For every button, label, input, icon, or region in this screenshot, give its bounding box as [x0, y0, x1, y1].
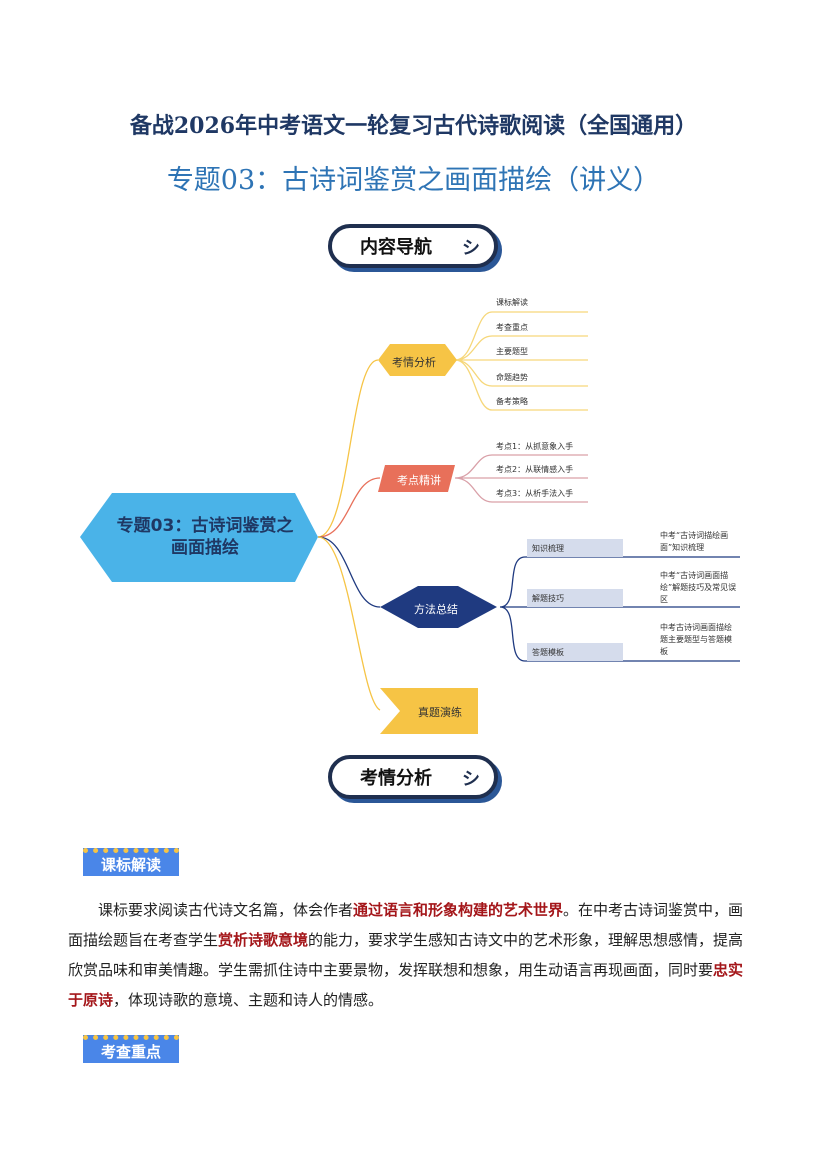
leaf-item: 解题技巧: [532, 594, 564, 603]
leaf-item: 考点1：从抓意象入手: [496, 442, 574, 451]
analysis-bubble: 考情分析 シ: [328, 755, 498, 799]
mindmap-root: 专题03：古诗词鉴赏之画面描绘: [116, 516, 294, 558]
branch-label: 考情分析: [392, 356, 436, 369]
paragraph: 课标要求阅读古代诗文名篇，体会作者通过语言和形象构建的艺术世界。在中考古诗词鉴赏…: [68, 901, 744, 1009]
nav-bubble: 内容导航 シ: [328, 224, 498, 268]
sparkle-icon: シ: [462, 769, 480, 790]
leaf-desc: 中考古诗词画面描绘题主要题型与答题模板: [660, 623, 732, 656]
leaf-item: 考点2：从联情感入手: [496, 465, 574, 474]
document-subtitle: 专题03：古诗词鉴赏之画面描绘（讲义）: [166, 165, 661, 196]
leaf-item: 考点3：从析手法入手: [496, 489, 574, 498]
leaf-desc: 中考“古诗词描绘画面”知识梳理: [660, 531, 729, 552]
leaf-item: 命题趋势: [496, 373, 528, 382]
root-node-shape: [80, 493, 318, 582]
leaf-item: 主要题型: [496, 347, 528, 356]
leaf-desc: 中考“古诗词画面描绘”解题技巧及常见误区: [660, 571, 737, 604]
section-heading: 课标解读: [83, 848, 179, 876]
section-heading: 考查重点: [83, 1035, 179, 1063]
branch-label: 方法总结: [414, 603, 458, 616]
mindmap-lines: [80, 311, 740, 734]
leaf-item: 备考策略: [496, 397, 528, 406]
branch-label: 真题演练: [418, 706, 462, 719]
leaf-item: 课标解读: [496, 298, 528, 307]
branch-label: 考点精讲: [397, 474, 441, 487]
leaf-item: 答题模板: [532, 648, 564, 657]
analysis-bubble-label: 考情分析: [360, 768, 432, 789]
sparkle-icon: シ: [462, 238, 480, 259]
document-title: 备战2026年中考语文一轮复习古代诗歌阅读（全国通用）: [129, 113, 698, 139]
leaf-item: 考查重点: [496, 323, 528, 332]
nav-bubble-label: 内容导航: [360, 237, 432, 258]
leaf-item: 知识梳理: [532, 544, 564, 553]
